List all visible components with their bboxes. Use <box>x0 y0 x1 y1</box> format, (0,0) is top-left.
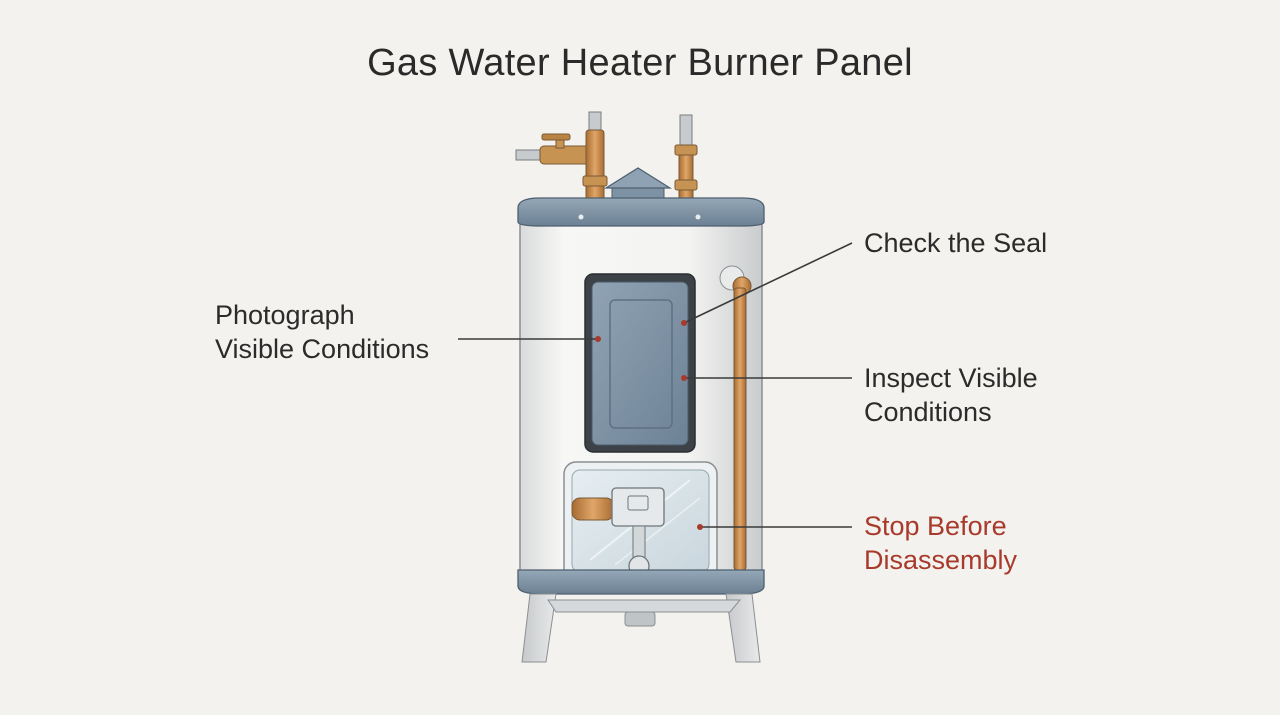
leader-lines <box>458 242 853 530</box>
callout-stop-line2: Disassembly <box>864 545 1018 575</box>
tank-base-ring <box>517 569 765 595</box>
burner-access-panel <box>584 273 696 453</box>
callout-photograph-line2: Visible Conditions <box>215 334 430 364</box>
leader-stop-dot <box>697 524 703 530</box>
callout-seal: Check the Seal <box>864 226 1047 260</box>
tank-top-cap <box>517 197 765 227</box>
callout-inspect-line1: Inspect Visible <box>864 363 1038 393</box>
callout-stop: Stop Before Disassembly <box>864 509 1017 577</box>
leader-inspect-dot <box>681 375 687 381</box>
diagram-title: Gas Water Heater Burner Panel <box>367 42 913 84</box>
leader-seal <box>683 242 853 324</box>
callout-seal-line1: Check the Seal <box>864 228 1048 258</box>
tank-stand <box>521 593 761 663</box>
callout-photograph-line1: Photograph <box>215 300 355 330</box>
callout-stop-line1: Stop Before <box>864 511 1007 541</box>
leader-photograph-dot <box>595 336 601 342</box>
callout-inspect-line2: Conditions <box>864 397 992 427</box>
callout-photograph: Photograph Visible Conditions <box>215 298 429 366</box>
leader-seal-dot <box>681 320 687 326</box>
callout-inspect: Inspect Visible Conditions <box>864 361 1038 429</box>
supply-pipes <box>515 111 698 204</box>
